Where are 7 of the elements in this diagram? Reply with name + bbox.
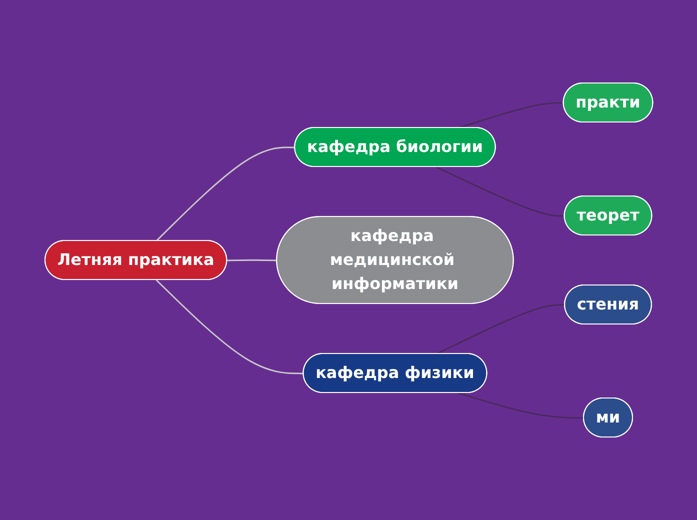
connector [436, 166, 564, 217]
connector [458, 102, 564, 129]
connector [155, 279, 304, 374]
connector [458, 392, 584, 419]
connector [226, 259, 277, 262]
connector [436, 304, 565, 355]
connector [155, 146, 295, 242]
